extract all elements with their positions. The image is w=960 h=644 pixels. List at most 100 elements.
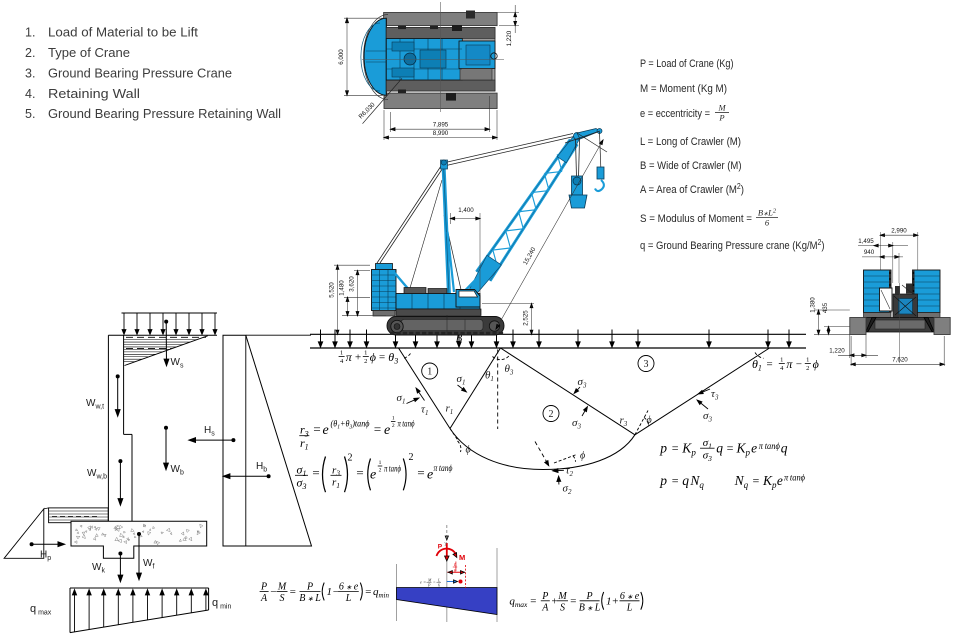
svg-text:1,495: 1,495 — [858, 238, 874, 245]
svg-text:L: L — [453, 562, 457, 567]
svg-text:1: 1 — [379, 460, 382, 466]
svg-text:e: e — [751, 440, 757, 455]
svg-text:+: + — [551, 595, 558, 607]
svg-text:6 ∗ e: 6 ∗ e — [339, 582, 359, 593]
svg-text:=: = — [356, 465, 365, 480]
svg-text:B ∗ L: B ∗ L — [579, 602, 601, 613]
svg-text:S: S — [280, 593, 285, 604]
svg-text:A: A — [260, 593, 268, 604]
svg-text:ϕ: ϕ — [466, 445, 471, 456]
svg-text:+: + — [612, 595, 619, 607]
svg-text:q: q — [682, 473, 689, 488]
svg-text:e: e — [370, 467, 376, 482]
svg-text:ϕ: ϕ — [370, 350, 376, 364]
svg-text:π tanϕ: π tanϕ — [784, 474, 805, 484]
svg-text:M: M — [459, 553, 465, 562]
svg-text:6,000: 6,000 — [338, 49, 345, 65]
svg-text:M: M — [557, 591, 567, 602]
svg-text:q: q — [781, 440, 788, 455]
svg-text:=: = — [671, 474, 679, 488]
svg-text:π tanϕ: π tanϕ — [759, 442, 780, 452]
svg-text:P: P — [586, 591, 593, 602]
svg-text:1.: 1. — [25, 26, 35, 40]
svg-text:p: p — [659, 440, 667, 455]
svg-text:A: A — [541, 602, 549, 613]
svg-text:π tanϕ: π tanϕ — [434, 464, 453, 474]
svg-text:=: = — [726, 441, 734, 455]
svg-text:8,990: 8,990 — [433, 130, 449, 137]
svg-text:π tanϕ: π tanϕ — [398, 420, 415, 430]
svg-text:π: π — [346, 350, 353, 364]
svg-text:−: − — [795, 359, 802, 371]
svg-text:P: P — [306, 582, 313, 593]
svg-text:=: = — [570, 595, 577, 607]
svg-text:M = Moment (Kg M): M = Moment (Kg M) — [640, 83, 727, 95]
svg-text:1: 1 — [340, 350, 343, 357]
svg-text:=: = — [365, 586, 372, 598]
svg-text:1,480: 1,480 — [339, 280, 346, 296]
svg-text:q = Ground Bearing Pressure cr: q = Ground Bearing Pressure crane (Kg/M2… — [640, 238, 825, 252]
svg-text:7,620: 7,620 — [892, 357, 908, 364]
svg-text:1: 1 — [427, 367, 432, 378]
svg-text:e: e — [384, 423, 390, 438]
svg-text:2: 2 — [364, 358, 367, 365]
svg-text:2: 2 — [392, 423, 395, 429]
svg-text:=: = — [752, 474, 760, 488]
svg-text:Load of Material to be Lift: Load of Material to be Lift — [48, 26, 199, 40]
svg-text:e =: e = — [420, 580, 426, 585]
svg-text:=: = — [417, 465, 426, 480]
svg-text:e: e — [427, 467, 433, 482]
svg-text:L = Long of Crawler (M): L = Long of Crawler (M) — [640, 136, 741, 148]
svg-text:=: = — [530, 595, 537, 607]
svg-text:940: 940 — [864, 249, 875, 256]
svg-text:ϕ: ϕ — [580, 451, 585, 462]
svg-text:2: 2 — [348, 453, 353, 464]
svg-text:=: = — [289, 586, 296, 598]
svg-text:=: = — [373, 422, 382, 437]
svg-text:5,520: 5,520 — [329, 282, 336, 298]
svg-text:2: 2 — [549, 409, 554, 420]
svg-text:M: M — [717, 103, 726, 113]
svg-text:=: = — [671, 441, 679, 455]
svg-text:Ground Bearing Pressure Retain: Ground Bearing Pressure Retaining Wall — [48, 107, 281, 121]
svg-text:p: p — [659, 473, 667, 488]
svg-text:3: 3 — [644, 359, 649, 370]
svg-text:S: S — [560, 602, 565, 613]
svg-text:e: e — [777, 473, 783, 488]
svg-text:L: L — [626, 602, 633, 613]
svg-text:2: 2 — [806, 365, 809, 372]
svg-text:3,620: 3,620 — [349, 276, 356, 292]
svg-text:=: = — [766, 359, 773, 371]
svg-text:B ∗ L: B ∗ L — [299, 593, 321, 604]
svg-text:e: e — [323, 423, 329, 438]
svg-text:1: 1 — [806, 357, 809, 364]
svg-text:=: = — [312, 465, 321, 480]
svg-text:=: = — [313, 422, 322, 437]
svg-text:ϕ: ϕ — [647, 415, 652, 426]
svg-text:6: 6 — [438, 583, 440, 588]
svg-text:P: P — [260, 582, 267, 593]
svg-text:ϕ: ϕ — [813, 357, 819, 371]
svg-text:A = Area of Crawler (M2): A = Area of Crawler (M2) — [640, 182, 744, 196]
svg-text:π: π — [786, 357, 793, 371]
svg-text:1: 1 — [364, 350, 367, 357]
svg-text:+: + — [354, 352, 361, 364]
svg-text:q: q — [716, 440, 723, 455]
svg-text:Retaining Wall: Retaining Wall — [48, 87, 140, 101]
svg-text:2,525: 2,525 — [523, 310, 530, 326]
svg-text:π tanϕ: π tanϕ — [384, 464, 401, 474]
svg-text:=: = — [378, 352, 385, 364]
svg-text:1: 1 — [392, 416, 395, 422]
svg-text:5.: 5. — [25, 107, 35, 121]
svg-text:2: 2 — [379, 468, 382, 474]
svg-text:P: P — [718, 113, 724, 123]
svg-text:e = eccentricity =: e = eccentricity = — [640, 108, 710, 120]
svg-text:Type of Crane: Type of Crane — [48, 46, 130, 60]
svg-text:4.: 4. — [25, 87, 35, 101]
svg-text:P: P — [427, 583, 431, 588]
svg-text:7,895: 7,895 — [433, 122, 449, 129]
svg-text:3.: 3. — [25, 66, 35, 80]
svg-text:P = Load of Crane (Kg): P = Load of Crane (Kg) — [640, 58, 734, 70]
svg-text:1,380: 1,380 — [810, 297, 817, 313]
svg-text:6 ∗ e: 6 ∗ e — [620, 591, 640, 602]
